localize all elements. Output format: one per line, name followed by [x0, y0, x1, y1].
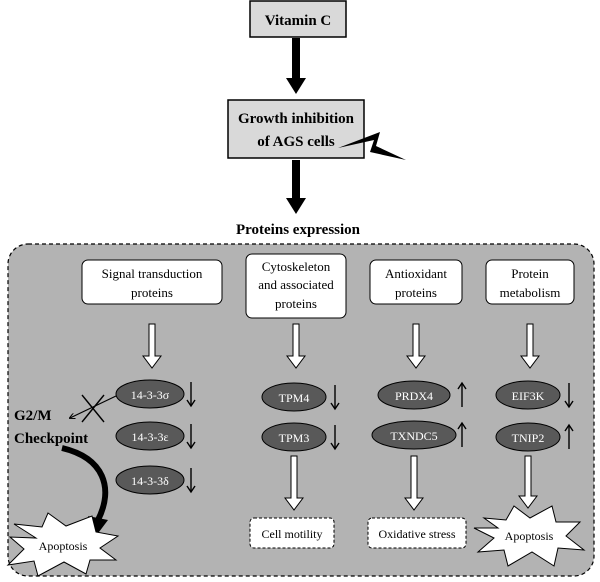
lightning-bolt-icon	[338, 132, 406, 160]
protein-14-3-3-sigma: 14-3-3σ	[115, 379, 185, 409]
hollow-arrow-signal	[142, 323, 162, 369]
arrow-growth-to-proteins	[286, 160, 306, 214]
proteins-expression-label: Proteins expression	[236, 222, 361, 238]
hollow-arrow-antioxidant	[406, 323, 426, 369]
protein-eif3k: EIF3K	[495, 380, 561, 410]
category-signal-transduction: Signal transduction proteins	[81, 259, 223, 305]
regulation-down-arrow-eif3k	[564, 383, 574, 409]
protein-prdx4-label: PRDX4	[395, 389, 433, 403]
protein-tpm3-label: TPM3	[279, 431, 310, 445]
protein-14-3-3-delta-label: 14-3-3δ	[131, 474, 169, 488]
protein-tpm4-label: TPM4	[279, 391, 310, 405]
category-antioxidant-line1: Antioxidant	[385, 266, 447, 281]
inhibition-cross-icon	[81, 394, 105, 423]
vitamin-c-box	[249, 0, 347, 38]
apoptosis-left-label: Apoptosis	[39, 539, 88, 553]
category-antioxidant: Antioxidant proteins	[369, 259, 463, 305]
category-signal-line2: proteins	[131, 285, 173, 300]
cell-motility-label: Cell motility	[261, 527, 322, 541]
category-protein-metabolism: Protein metabolism	[485, 259, 575, 305]
hollow-arrow-cytoskeleton	[286, 323, 306, 369]
category-metabolism-line2: metabolism	[500, 285, 561, 300]
growth-inhibition-line2: of AGS cells	[257, 134, 335, 150]
category-metabolism-line1: Protein	[511, 266, 549, 281]
category-cytoskeleton: Cytoskeleton and associated proteins	[245, 253, 347, 319]
protein-prdx4: PRDX4	[377, 380, 451, 410]
protein-14-3-3-epsilon-label: 14-3-3ε	[131, 430, 168, 444]
regulation-up-arrow-tnip2	[564, 423, 574, 449]
oxidative-stress-box	[367, 517, 467, 549]
g2m-inhibition-line	[70, 395, 117, 418]
category-cytoskeleton-line1: Cytoskeleton	[262, 259, 331, 274]
protein-txndc5: TXNDC5	[371, 420, 457, 450]
apoptosis-right-burst	[473, 505, 586, 567]
protein-tnip2-label: TNIP2	[512, 431, 545, 445]
hollow-arrow-metabolism	[520, 323, 540, 369]
apoptosis-right-label: Apoptosis	[505, 529, 554, 543]
vitamin-c-label: Vitamin C	[265, 13, 332, 29]
protein-eif3k-label: EIF3K	[512, 389, 545, 403]
protein-tpm3: TPM3	[261, 422, 327, 452]
protein-14-3-3-epsilon: 14-3-3ε	[115, 421, 185, 451]
apoptosis-left-burst	[6, 512, 120, 577]
regulation-down-arrow-tpm4	[330, 385, 340, 411]
hollow-arrow-to-apoptosis-right	[518, 455, 538, 509]
hollow-arrow-to-oxidative-stress	[404, 455, 424, 511]
regulation-arrows	[186, 381, 574, 494]
protein-tpm4: TPM4	[261, 382, 327, 412]
growth-inhibition-box	[227, 99, 365, 159]
category-antioxidant-line2: proteins	[395, 285, 437, 300]
category-cytoskeleton-line2: and associated	[258, 277, 334, 292]
hollow-arrow-to-cell-motility	[284, 455, 304, 511]
g2m-line1: G2/M	[14, 408, 52, 424]
regulation-up-arrow-prdx4	[457, 381, 467, 407]
protein-txndc5-label: TXNDC5	[390, 429, 437, 443]
category-signal-line1: Signal transduction	[102, 266, 203, 281]
regulation-down-arrow-tpm3	[330, 425, 340, 451]
g2m-line2: Checkpoint	[14, 431, 88, 447]
regulation-down-arrow-p1433e	[186, 424, 196, 450]
oxidative-stress-label: Oxidative stress	[379, 527, 456, 541]
arrow-vitamin-to-growth	[286, 38, 306, 94]
protein-14-3-3-sigma-label: 14-3-3σ	[131, 388, 170, 402]
regulation-up-arrow-txndc5	[457, 421, 467, 447]
protein-tnip2: TNIP2	[495, 422, 561, 452]
growth-inhibition-line1: Growth inhibition	[238, 111, 355, 127]
category-cytoskeleton-line3: proteins	[275, 296, 317, 311]
regulation-down-arrow-p1433d	[186, 468, 196, 494]
protein-14-3-3-delta: 14-3-3δ	[115, 465, 185, 495]
regulation-down-arrow-p1433s	[186, 382, 196, 408]
curved-arrow-to-apoptosis	[61, 445, 109, 522]
cell-motility-box	[249, 517, 335, 549]
